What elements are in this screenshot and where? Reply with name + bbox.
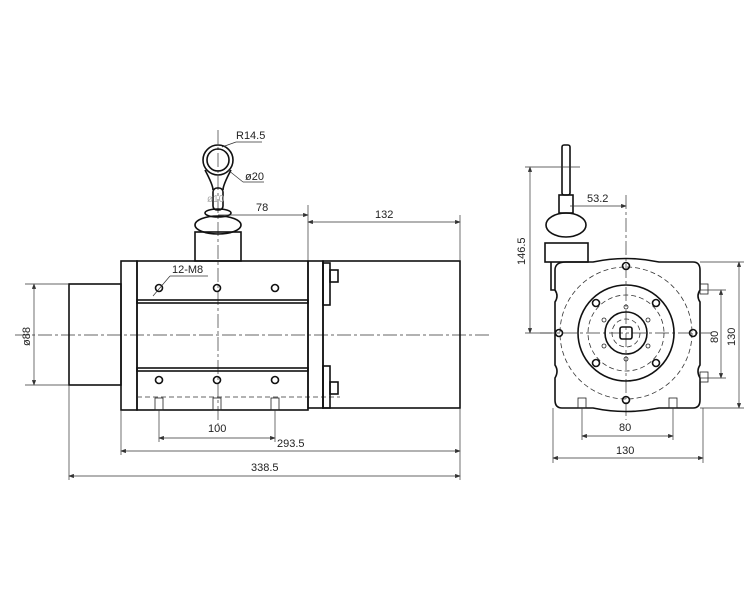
bolt-top-icon bbox=[329, 269, 339, 283]
dim-rod-diameter: ø10 bbox=[207, 194, 225, 205]
dim-eye-diameter: ø20 bbox=[245, 171, 264, 183]
dim-width-h: 130 bbox=[616, 445, 634, 457]
rear-housing bbox=[322, 260, 461, 409]
dim-rod-offset: 78 bbox=[256, 202, 268, 214]
bolt-circle bbox=[559, 266, 693, 400]
dim-rear-length: 132 bbox=[375, 209, 393, 221]
bolt-tab-top bbox=[322, 262, 331, 306]
front-flange bbox=[120, 260, 138, 411]
shaft-icon bbox=[619, 326, 633, 340]
bolt-bottom-icon bbox=[329, 381, 339, 395]
main-body bbox=[136, 260, 309, 411]
dim-mount-spacing-v: 80 bbox=[709, 331, 721, 343]
upper-band bbox=[136, 299, 309, 304]
front-dimensions: 146.5 53.2 80 130 80 130 bbox=[516, 166, 744, 463]
dim-front-rod-offset: 53.2 bbox=[587, 193, 608, 205]
housing-outline bbox=[554, 257, 701, 413]
rod-eye-assembly bbox=[194, 144, 242, 262]
dim-mount-spacing-h: 80 bbox=[619, 422, 631, 434]
mounting-holes bbox=[154, 283, 280, 411]
housing-bolts bbox=[554, 261, 709, 409]
front-view: 146.5 53.2 80 130 80 130 bbox=[516, 144, 744, 463]
dim-eye-radius: R14.5 bbox=[236, 130, 265, 142]
flange-circle bbox=[577, 284, 675, 382]
bolt-tab-bottom bbox=[322, 365, 331, 409]
lower-band bbox=[136, 367, 309, 372]
side-dimensions: R14.5 ø20 ø10 78 132 12-M8 ø88 100 293.5… bbox=[21, 130, 461, 480]
front-cylinder bbox=[68, 283, 122, 386]
side-view: R14.5 ø20 ø10 78 132 12-M8 ø88 100 293.5… bbox=[15, 130, 490, 480]
dim-height: 146.5 bbox=[516, 237, 528, 265]
dim-total-length: 338.5 bbox=[251, 462, 279, 474]
dim-holes: 12-M8 bbox=[172, 264, 203, 276]
dim-width-v: 130 bbox=[726, 328, 738, 346]
dim-body-diameter: ø88 bbox=[21, 327, 33, 346]
rod-assembly-front bbox=[544, 144, 589, 291]
dim-hole-spacing: 100 bbox=[208, 423, 226, 435]
hub-circle bbox=[604, 311, 648, 355]
rear-plate bbox=[307, 260, 324, 409]
dim-body-length: 293.5 bbox=[277, 438, 305, 450]
